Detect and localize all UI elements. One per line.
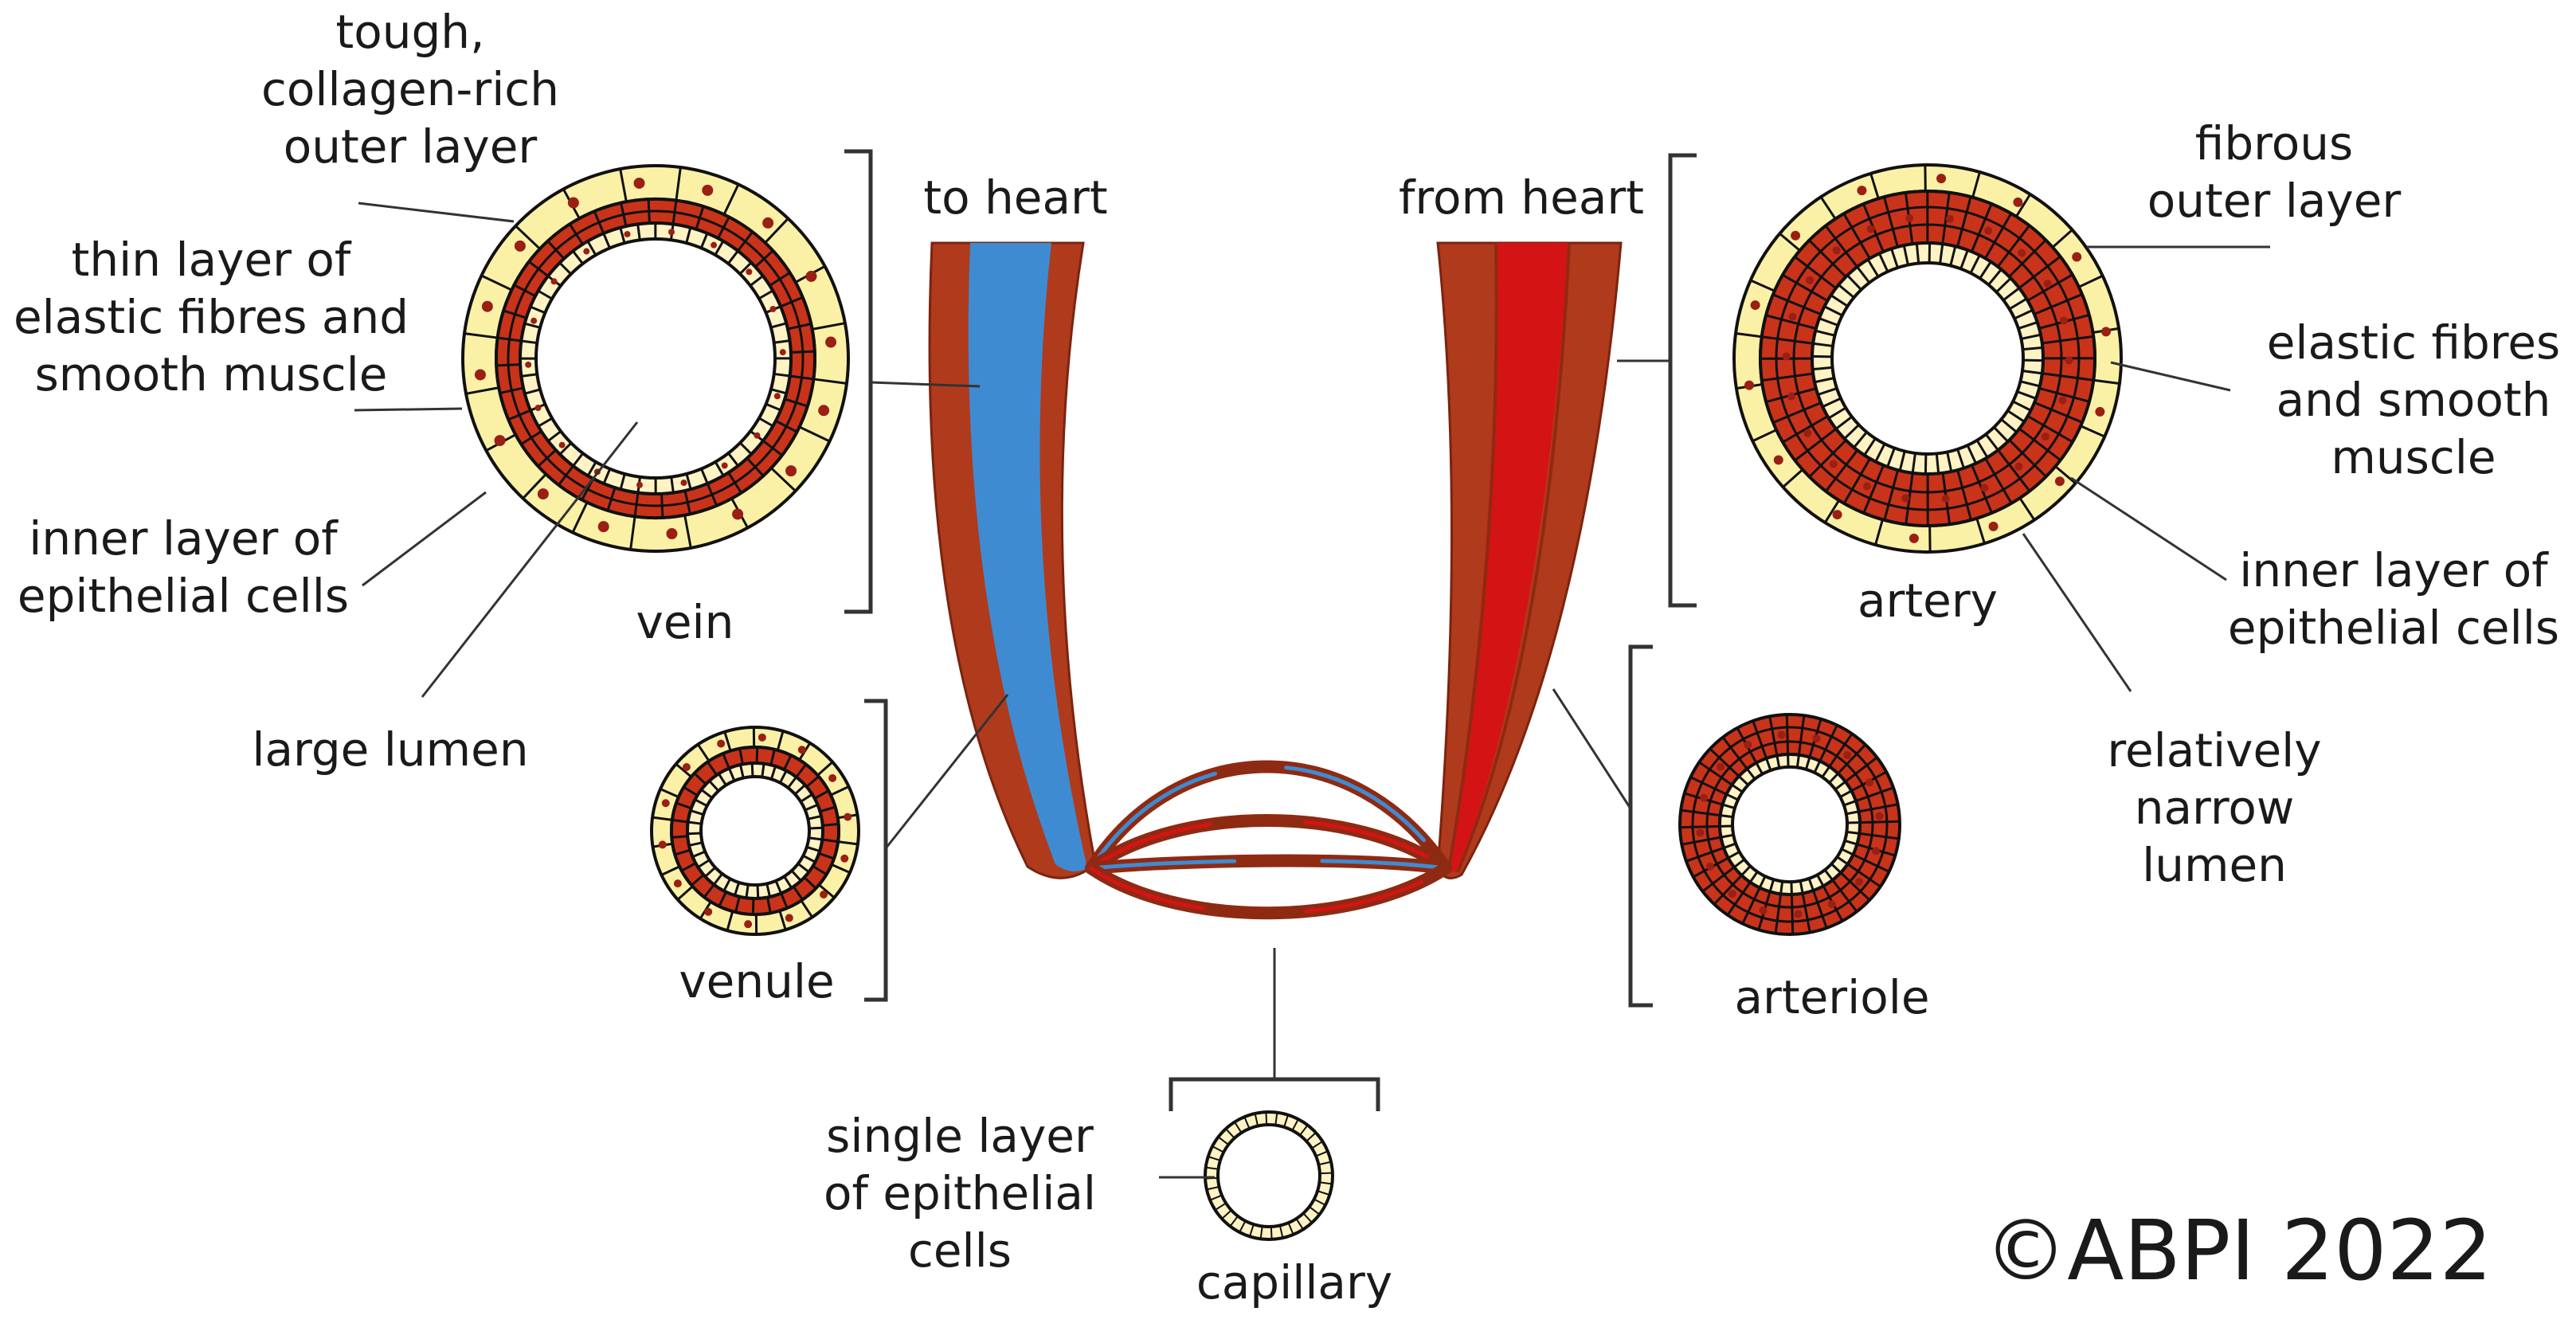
label-capillary-layer: single layer of epithelial cells [789, 1107, 1131, 1279]
leader-lines [354, 203, 2270, 1177]
capillary-epithelium [1205, 1112, 1333, 1239]
label-capillary: capillary [1163, 1254, 1426, 1311]
label-vein: vein [605, 593, 765, 651]
arteriole-bracket [1631, 647, 1653, 1005]
capillary-bracket [1171, 1079, 1378, 1111]
label-line: epithelial cells [2218, 599, 2569, 656]
label-line: elastic fibres [2246, 314, 2576, 371]
label-arteriole: arteriole [1713, 969, 1952, 1026]
label-line: relatively [2075, 722, 2354, 779]
label-line: cells [789, 1222, 1131, 1279]
label-line: lumen [2075, 836, 2354, 894]
venule-inner-layer [687, 763, 823, 899]
artery-inner-layer [1812, 243, 2043, 474]
label-line: inner layer of [0, 510, 366, 567]
label-artery-outer-layer: fibrous outer layer [2119, 115, 2429, 229]
label-line: elastic fibres and [0, 288, 422, 346]
label-large-lumen: large lumen [231, 721, 550, 778]
label-line: tough, [251, 3, 570, 61]
label-line: fibrous [2119, 115, 2429, 172]
label-line: inner layer of [2218, 542, 2569, 599]
vessel-network [930, 243, 1621, 913]
artery-bracket [1670, 155, 1697, 605]
label-line: collagen-rich [251, 61, 570, 118]
label-artery: artery [1832, 572, 2023, 629]
label-line: outer layer [2119, 172, 2429, 229]
vein-cross-section [463, 166, 848, 551]
label-narrow-lumen: relatively narrow lumen [2075, 722, 2354, 894]
label-line: outer layer [251, 118, 570, 175]
capillary-cross-section [1205, 1112, 1333, 1239]
label-to-heart: to heart [892, 169, 1139, 226]
copyright-notice: ©ABPI 2022 [1952, 1203, 2525, 1298]
arteriole-inner-layer [1720, 754, 1860, 895]
label-line: muscle [2246, 429, 2576, 486]
label-line: thin layer of [0, 231, 422, 288]
label-vein-outer-layer: tough, collagen-rich outer layer [251, 3, 570, 175]
arteriole-muscle-layer [1680, 715, 1900, 934]
label-artery-muscle-layer: elastic fibres and smooth muscle [2246, 314, 2576, 486]
label-line: of epithelial [789, 1165, 1131, 1222]
label-line: and smooth [2246, 371, 2576, 429]
label-artery-inner-layer: inner layer of epithelial cells [2218, 542, 2569, 656]
venule-cross-section [652, 727, 859, 934]
label-line: narrow [2075, 779, 2354, 836]
artery-cross-section [1734, 165, 2121, 552]
label-venule: venule [653, 953, 860, 1010]
label-line: single layer [789, 1107, 1131, 1165]
capillary-network [1091, 767, 1446, 914]
label-vein-muscle-layer: thin layer of elastic fibres and smooth … [0, 231, 422, 403]
label-from-heart: from heart [1370, 169, 1673, 226]
venule-bracket [864, 701, 886, 1000]
label-line: smooth muscle [0, 346, 422, 403]
vein-muscle-layer [496, 199, 815, 518]
label-vein-inner-layer: inner layer of epithelial cells [0, 510, 366, 624]
arteriole-cross-section [1680, 715, 1900, 934]
label-line: epithelial cells [0, 567, 366, 624]
